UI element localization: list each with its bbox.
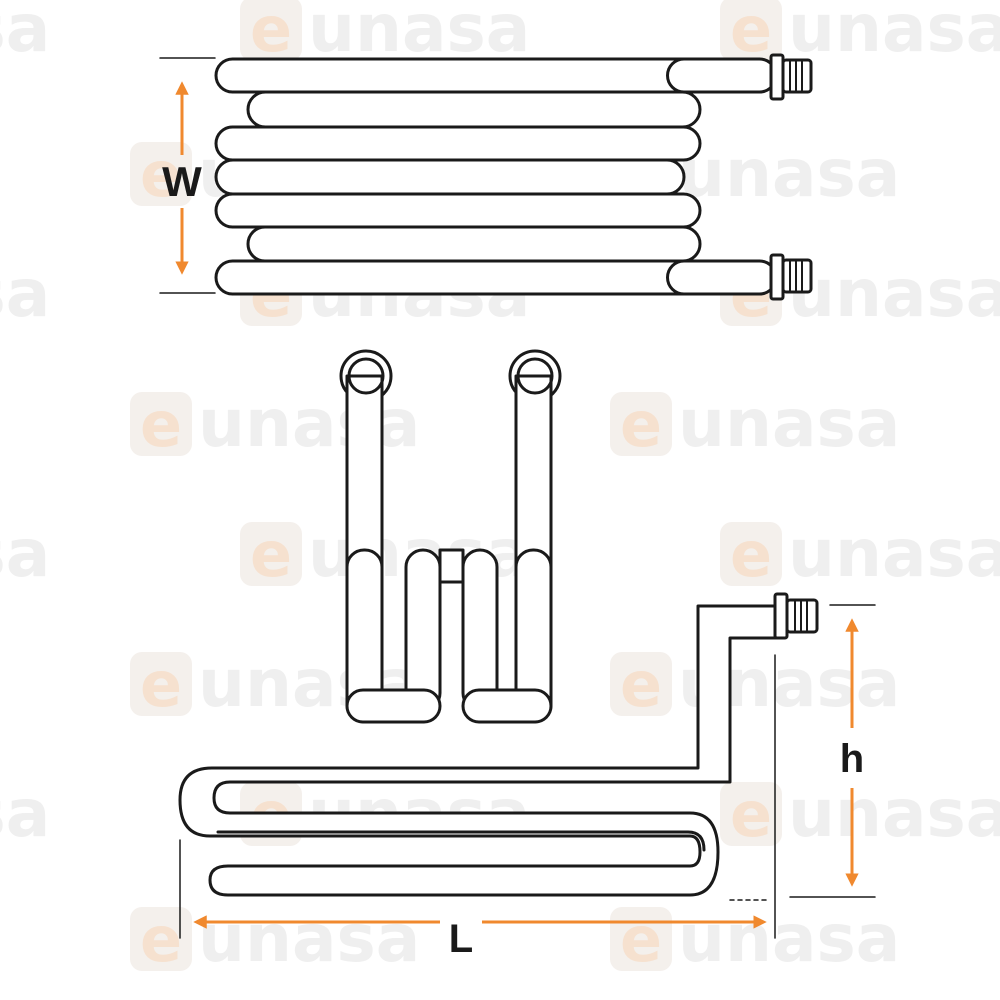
- threaded-terminal-side: [773, 592, 819, 640]
- watermark-e: e: [730, 0, 772, 66]
- watermark-text: unasa: [308, 0, 530, 67]
- tube: [214, 158, 686, 196]
- dimension-l: L: [193, 915, 767, 961]
- top-view: [159, 53, 813, 301]
- watermark-e: e: [620, 648, 662, 721]
- watermark-text: unasa: [0, 775, 50, 852]
- watermark-e: e: [140, 648, 182, 721]
- watermark-text: unasa: [788, 0, 1000, 67]
- watermark-e: e: [730, 778, 772, 851]
- tube: [214, 125, 702, 162]
- watermark-e: e: [140, 903, 182, 976]
- threaded-terminal-top: [769, 53, 813, 101]
- watermark-text: unasa: [678, 385, 900, 462]
- watermark-e: e: [140, 138, 182, 211]
- watermark-text: unasa: [788, 775, 1000, 852]
- watermark-text: unasa: [0, 515, 50, 592]
- watermark-e: e: [140, 388, 182, 461]
- tube: [214, 192, 702, 229]
- height-label: h: [840, 737, 864, 781]
- threaded-terminal-bottom: [769, 253, 813, 301]
- watermark-text: unasa: [0, 255, 50, 332]
- length-label: L: [449, 917, 473, 961]
- watermark-text: unasa: [0, 0, 50, 67]
- dimension-h: h: [840, 618, 864, 887]
- watermark-e: e: [250, 518, 292, 591]
- watermark-text: unasa: [678, 135, 900, 212]
- dimension-w: W: [162, 81, 202, 275]
- watermark-text: unasa: [788, 515, 1000, 592]
- watermark-text: unasa: [198, 900, 420, 977]
- front-view: [339, 349, 562, 724]
- watermark-e: e: [250, 0, 292, 66]
- watermark-e: e: [620, 903, 662, 976]
- tube: [214, 259, 778, 296]
- watermark-e: e: [620, 388, 662, 461]
- width-label: W: [162, 158, 202, 205]
- tube: [246, 90, 702, 129]
- watermark-text: unasa: [678, 900, 900, 977]
- tube: [214, 57, 778, 94]
- side-view: [178, 592, 876, 939]
- watermark-text: unasa: [198, 385, 420, 462]
- watermark-text: unasa: [788, 255, 1000, 332]
- tube: [246, 225, 702, 263]
- watermark-e: e: [730, 518, 772, 591]
